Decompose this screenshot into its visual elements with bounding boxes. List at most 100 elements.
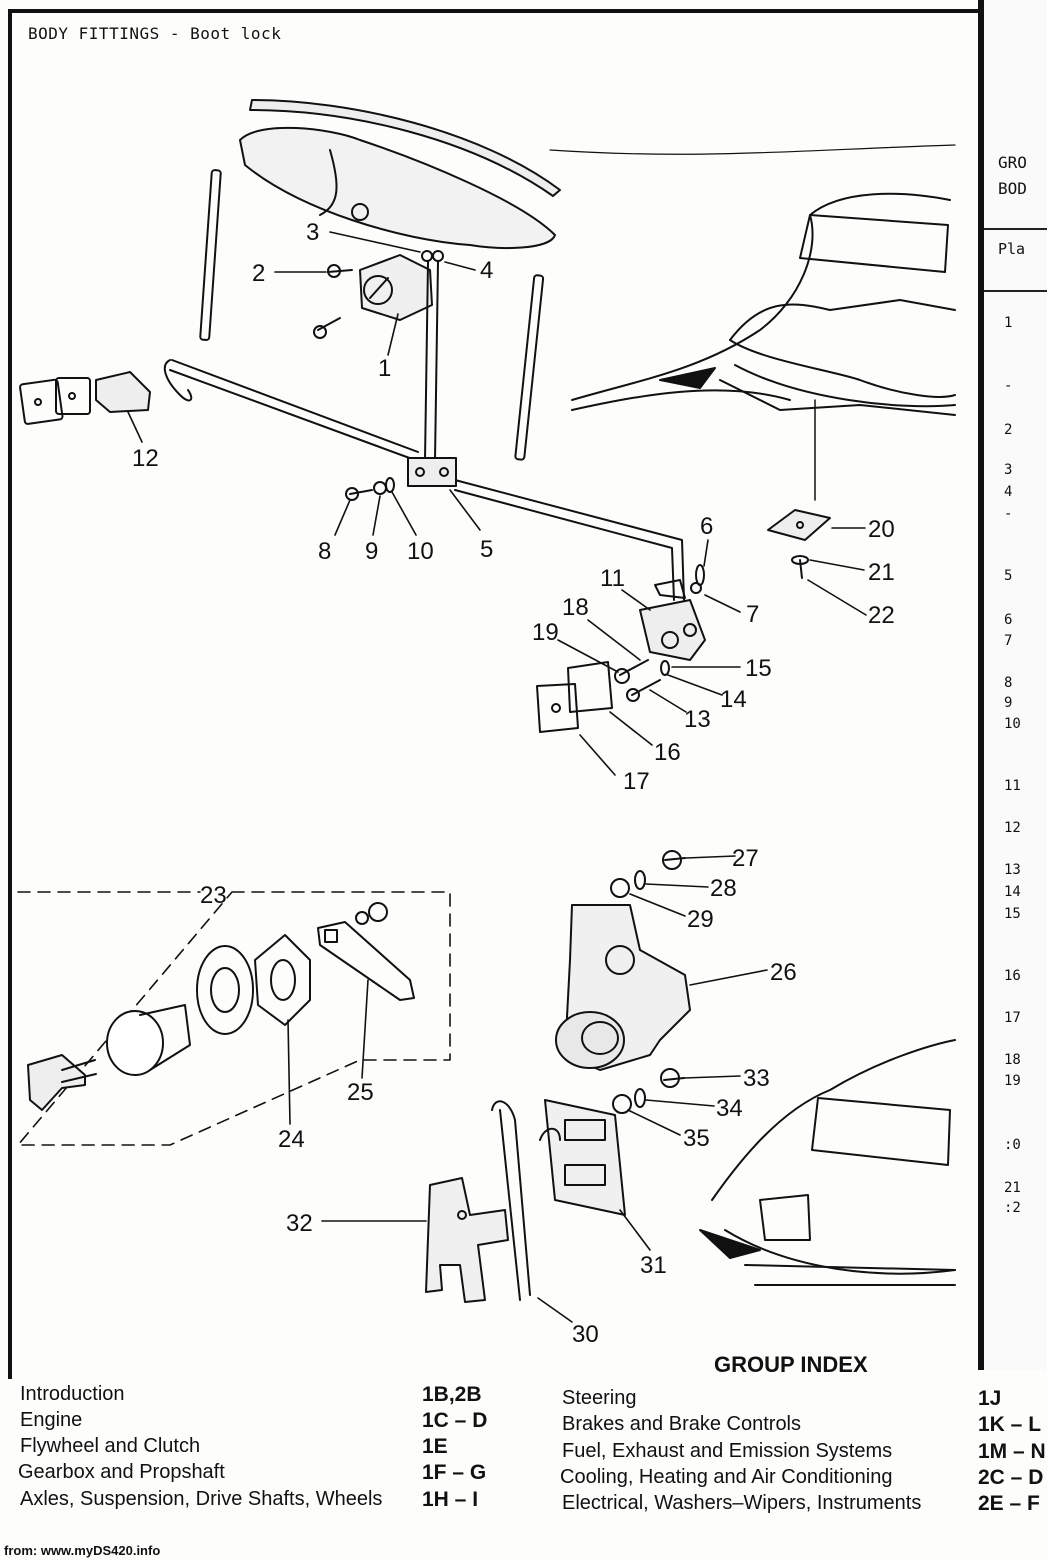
strip-row-number: 12 [1004, 820, 1021, 836]
index-label: Flywheel and Clutch [20, 1435, 201, 1457]
callout-3: 3 [306, 219, 319, 246]
callout-13: 13 [684, 706, 711, 733]
fasteners-8-9-10 [345, 477, 395, 501]
callout-23: 23 [200, 882, 227, 909]
boot-lock-cover [239, 99, 561, 249]
index-label: Brakes and Brake Controls [562, 1413, 802, 1435]
car-rear-outline-bottom [699, 1039, 956, 1286]
callout-1: 1 [378, 355, 391, 382]
callout-17: 17 [623, 768, 650, 795]
index-code: 1H – I [422, 1488, 479, 1511]
operating-rods [163, 261, 686, 601]
index-label: Cooling, Heating and Air Conditioning [560, 1466, 893, 1488]
catch-11 [536, 564, 706, 733]
index-label: Axles, Suspension, Drive Shafts, Wheels [20, 1488, 383, 1510]
strip-row-number: 21 [1004, 1180, 1021, 1196]
strip-row-number: 1 [1004, 315, 1013, 331]
strip-row-number: 3 [1004, 462, 1013, 478]
plate-20 [767, 509, 831, 579]
callout-2: 2 [252, 260, 265, 287]
index-label: Introduction [20, 1383, 125, 1405]
strip-row-number: 5 [1004, 568, 1013, 584]
callout-10: 10 [407, 538, 434, 565]
strip-row-number: 7 [1004, 633, 1013, 649]
callout-14: 14 [720, 686, 747, 713]
strip-row-number: 16 [1004, 968, 1021, 984]
index-code: 1B,2B [422, 1383, 482, 1406]
index-label: Steering [562, 1387, 637, 1409]
strip-row-number: 17 [1004, 1010, 1021, 1026]
callout-18: 18 [562, 594, 589, 621]
callout-29: 29 [687, 906, 714, 933]
source-footer: from: www.myDS420.info [4, 1543, 161, 1558]
callout-34: 34 [716, 1095, 743, 1122]
index-label: Gearbox and Propshaft [18, 1461, 225, 1483]
strip-row-number: 11 [1004, 778, 1021, 794]
index-code: 1M – N [978, 1440, 1046, 1463]
callout-22: 22 [868, 602, 895, 629]
striker-12 [19, 371, 151, 425]
callout-24: 24 [278, 1126, 305, 1153]
lock-barrel-assembly [27, 902, 415, 1111]
strip-row-number: 10 [1004, 716, 1021, 732]
callout-32: 32 [286, 1210, 313, 1237]
strip-rule [984, 228, 1047, 230]
index-code: 1C – D [422, 1409, 488, 1432]
page-frame-left [8, 9, 12, 1379]
weatherstrip-left [199, 169, 222, 341]
weatherstrip-right [514, 274, 545, 461]
callout-12: 12 [132, 445, 159, 472]
index-code: 1F – G [422, 1461, 487, 1484]
strip-row-number: - [1004, 506, 1013, 522]
callout-8: 8 [318, 538, 331, 565]
striker-assembly-30-32 [425, 1099, 626, 1303]
strip-row-number: - [1004, 378, 1013, 394]
callout-35: 35 [683, 1125, 710, 1152]
callout-27: 27 [732, 845, 759, 872]
strip-row-number: 13 [1004, 862, 1021, 878]
callout-6: 6 [700, 513, 713, 540]
strip-row-number: :0 [1004, 1137, 1021, 1153]
callout-5: 5 [480, 536, 493, 563]
index-code: 2C – D [978, 1466, 1044, 1489]
index-code: 1K – L [978, 1413, 1042, 1436]
strip-row-number: 6 [1004, 612, 1013, 628]
callout-7: 7 [746, 601, 759, 628]
callout-9: 9 [365, 538, 378, 565]
index-code: 1J [978, 1387, 1002, 1410]
callout-16: 16 [654, 739, 681, 766]
callout-28: 28 [710, 875, 737, 902]
lock-unit-1 [313, 250, 444, 339]
exploded-diagram: 1 2 3 4 5 6 7 8 9 10 11 12 13 14 15 16 1… [17, 99, 956, 1348]
index-label: Engine [20, 1409, 83, 1431]
strip-row-number: 8 [1004, 675, 1013, 691]
car-rear-outline-top [549, 144, 956, 501]
strip-row-number: 14 [1004, 884, 1021, 900]
index-label: Fuel, Exhaust and Emission Systems [562, 1440, 893, 1462]
callout-31: 31 [640, 1252, 667, 1279]
callout-4: 4 [480, 257, 493, 284]
strip-row-number: :2 [1004, 1200, 1021, 1216]
lock-mechanism-26 [555, 850, 691, 1114]
callout-15: 15 [745, 655, 772, 682]
callout-numbers: 1 2 3 4 5 6 7 8 9 10 11 12 13 14 15 16 1… [132, 219, 895, 1348]
strip-header: GRO BOD [998, 153, 1027, 198]
index-label: Electrical, Washers–Wipers, Instruments [562, 1492, 922, 1514]
callout-25: 25 [347, 1079, 374, 1106]
strip-row-number: 19 [1004, 1073, 1021, 1089]
strip-row-number: 18 [1004, 1052, 1021, 1068]
page-header: BODY FITTINGS - Boot lock [28, 24, 282, 43]
strip-row-number: 15 [1004, 906, 1021, 922]
callout-30: 30 [572, 1321, 599, 1348]
strip-row-number: 4 [1004, 484, 1013, 500]
strip-row-number: 9 [1004, 695, 1013, 711]
lock-kit-boundary-23 [17, 891, 451, 1146]
strip-column-label: Pla [998, 240, 1026, 258]
callout-11: 11 [600, 565, 625, 592]
callout-26: 26 [770, 959, 797, 986]
callout-21: 21 [868, 559, 895, 586]
index-code: 2E – F [978, 1492, 1040, 1515]
leader-lines [127, 231, 867, 1323]
